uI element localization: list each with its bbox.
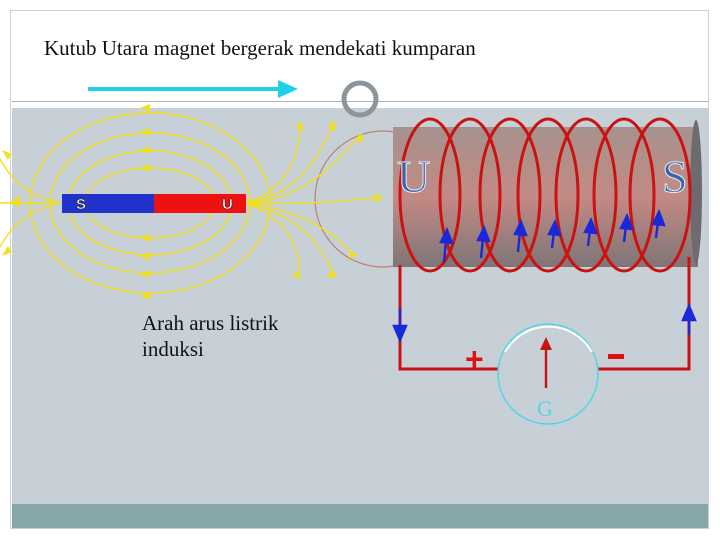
induced-label-line2: induksi bbox=[142, 337, 204, 361]
motion-arrow bbox=[88, 80, 298, 98]
title-divider bbox=[12, 101, 708, 102]
induced-current-label: Arah arus listrik induksi bbox=[142, 310, 278, 362]
galvanometer-dial bbox=[497, 323, 599, 425]
coil-current-arrows bbox=[439, 209, 666, 263]
coil-windings bbox=[398, 117, 692, 273]
field-direction-arrows bbox=[2, 104, 383, 300]
magnet-north-half bbox=[154, 194, 246, 213]
magnet-north-label: U bbox=[222, 196, 233, 213]
magnet-south-half bbox=[62, 194, 154, 213]
coil-right-pole-label: S bbox=[662, 151, 688, 202]
terminal-plus: + bbox=[465, 341, 484, 377]
circuit-current-arrows bbox=[392, 302, 697, 344]
slide-title: Kutub Utara magnet bergerak mendekati ku… bbox=[44, 36, 476, 60]
galvanometer: G bbox=[497, 323, 599, 425]
footer-band bbox=[12, 504, 708, 528]
circuit-wire bbox=[398, 257, 691, 371]
projection-ring bbox=[341, 80, 379, 118]
coil-left-pole-label: U bbox=[397, 151, 430, 202]
galvanometer-label: G bbox=[537, 396, 553, 421]
terminal-minus bbox=[608, 354, 624, 359]
bar-magnet[interactable]: S U bbox=[62, 194, 246, 213]
induced-label-line1: Arah arus listrik bbox=[142, 311, 279, 335]
magnet-south-label: S bbox=[76, 196, 86, 213]
